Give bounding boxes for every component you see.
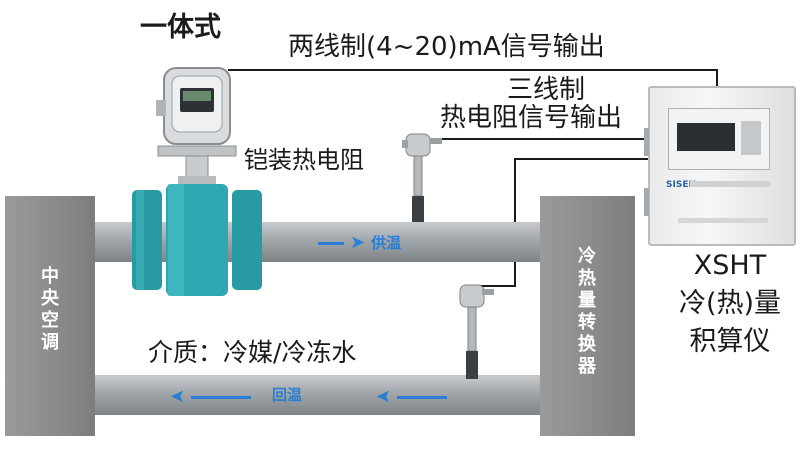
return-flow-right: ➤ [376, 386, 448, 407]
arrow-right-icon: ➤ [350, 232, 366, 253]
integrator-nameplate [678, 218, 768, 223]
return-flow-left: ➤ [170, 386, 252, 407]
central-ac-label: 中央空调 [41, 266, 59, 353]
arrow-left-icon: ➤ [170, 386, 186, 407]
armored-rtd-label: 铠装热电阻 [244, 146, 364, 174]
signal-wire-top-h [228, 69, 718, 71]
integrator-display [677, 123, 735, 151]
integrator-device: SISEN [644, 86, 796, 246]
flow-line [397, 395, 448, 399]
flow-line [318, 241, 344, 245]
heat-exchanger-block: 冷热量转换器 [540, 196, 635, 436]
rtd-sensor-bottom-icon [459, 284, 494, 379]
integrator-screen-panel [668, 108, 770, 170]
three-wire-label: 三线制 [507, 75, 586, 105]
rtd-wire-h [440, 138, 648, 140]
return-flow-label-wrap: 回温 [272, 388, 302, 403]
flow-line [191, 395, 252, 399]
medium-label: 介质：冷媒/冷冻水 [148, 338, 357, 367]
instrument-name-line1: 冷(热)量 [678, 288, 782, 319]
return-flow-label: 回温 [272, 386, 303, 404]
integrator-brand: SISEN [666, 180, 696, 190]
heat-exchanger-label: 冷热量转换器 [578, 246, 596, 377]
rtd-sensor-top-icon [402, 133, 442, 222]
supply-flow-label: 供温 [371, 233, 402, 252]
supply-flow: ➤ 供温 [318, 234, 401, 252]
integrated-label: 一体式 [140, 12, 221, 43]
integrator-keypad [741, 121, 761, 155]
rtd2-wire-top [514, 158, 648, 160]
rtd-output-label: 热电阻信号输出 [440, 103, 623, 133]
integrator-nameplate [690, 181, 770, 187]
return-pipe [95, 375, 545, 415]
integrator-hinge [644, 128, 649, 156]
signal-wire-top-v [716, 69, 718, 97]
instrument-model: XSHT [693, 250, 767, 281]
arrow-left-icon: ➤ [376, 386, 392, 407]
instrument-name-line2: 积算仪 [689, 326, 771, 357]
flowmeter-icon [132, 67, 262, 296]
central-ac-block: 中央空调 [5, 196, 95, 436]
two-wire-output-label: 两线制(4~20)mA信号输出 [288, 32, 605, 62]
integrator-hinge [644, 188, 649, 216]
rtd2-wire-bottom [478, 285, 516, 287]
